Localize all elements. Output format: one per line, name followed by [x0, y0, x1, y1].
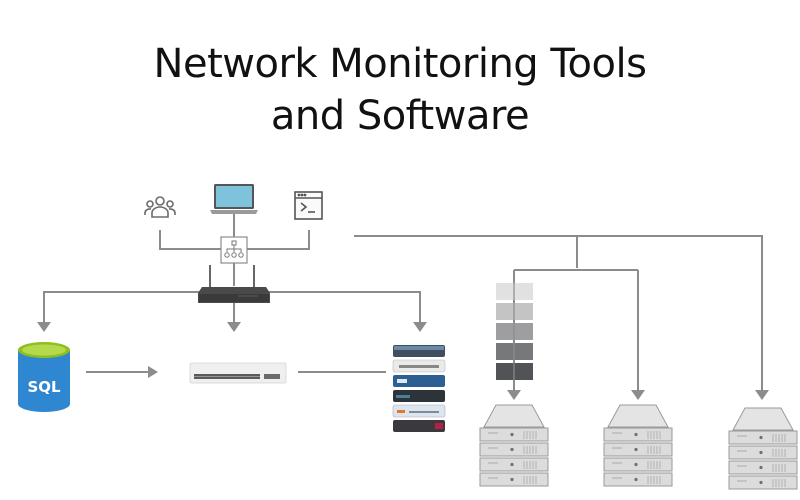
sql-database-icon: SQL — [18, 342, 70, 412]
appliance-3 — [393, 375, 445, 387]
arrows — [37, 322, 769, 400]
arrow-to-switch — [227, 322, 241, 332]
network-switch-icon — [189, 362, 287, 384]
server-rack-3 — [728, 407, 798, 490]
arrow-to-appliances — [413, 322, 427, 332]
arrow-to-server-1 — [507, 390, 521, 400]
wireless-router-icon — [198, 265, 270, 303]
network-hub-icon — [220, 236, 248, 264]
connector-terminal-hub — [246, 230, 310, 250]
connector-bus-top — [354, 235, 763, 390]
appliance-stack-icon — [392, 345, 446, 432]
arrow-sql-to-switch — [148, 366, 158, 378]
connector-router-sql — [43, 291, 200, 322]
server-rack-1 — [479, 404, 549, 487]
page-title: Network Monitoring Tools and Software — [0, 38, 800, 142]
laptop-icon — [210, 184, 258, 214]
sql-label: SQL — [27, 378, 61, 396]
arrow-to-server-2 — [631, 390, 645, 400]
users-icon — [144, 196, 176, 218]
appliance-6 — [393, 420, 445, 432]
server-rack-2 — [603, 404, 673, 487]
arrow-to-sql — [37, 322, 51, 332]
title-line-2: and Software — [270, 93, 530, 139]
arrow-to-server-3 — [755, 390, 769, 400]
appliance-4 — [393, 390, 445, 402]
terminal-icon — [294, 191, 323, 220]
connector-users-hub — [159, 230, 222, 250]
connector-router-appliances — [268, 291, 421, 322]
title-line-1: Network Monitoring Tools — [153, 41, 647, 87]
